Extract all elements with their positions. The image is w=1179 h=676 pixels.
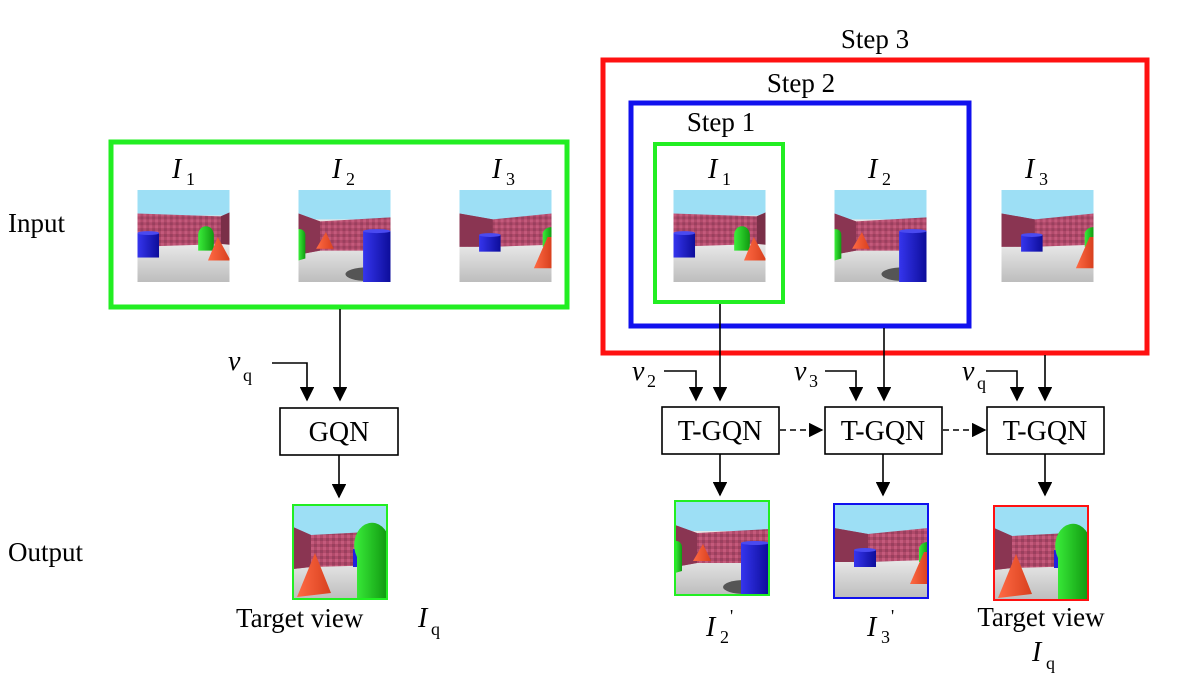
- right-output-image-2: [834, 504, 928, 598]
- arrow-v3-to-tgqn-2: [825, 370, 864, 402]
- svg-text:3: 3: [1039, 169, 1048, 189]
- left-input-image-3: [459, 190, 552, 282]
- right-query-label-1: v 2: [632, 356, 656, 391]
- right-output-frame-3: [993, 505, 1089, 601]
- right-output-frame-1: [674, 500, 770, 596]
- svg-text:I: I: [705, 612, 717, 643]
- right-output-label-1: I 2 ': [705, 606, 733, 647]
- svg-text:v: v: [228, 346, 241, 377]
- svg-text:2: 2: [720, 627, 729, 647]
- right-query-label-2: v 3: [794, 356, 818, 391]
- svg-text:q: q: [977, 373, 986, 393]
- left-output-image: [293, 505, 387, 599]
- tgqn-label-2: T-GQN: [841, 416, 926, 447]
- svg-text:v: v: [632, 356, 645, 387]
- svg-text:3: 3: [809, 371, 818, 391]
- svg-text:Target view: Target view: [977, 602, 1105, 632]
- step2-frame: [628, 100, 972, 329]
- svg-text:1: 1: [722, 169, 731, 189]
- left-input-label-3: I 3: [491, 154, 515, 189]
- tgqn-label-3: T-GQN: [1003, 416, 1088, 447]
- input-row-label: Input: [8, 208, 65, 238]
- svg-text:': ': [891, 606, 894, 626]
- left-input-image-1: [137, 190, 230, 282]
- left-output-caption: Target view I q: [236, 603, 440, 639]
- svg-text:I: I: [866, 612, 878, 643]
- svg-text:I: I: [867, 154, 879, 185]
- step3-label: Step 3: [841, 24, 909, 54]
- svg-text:Target view: Target view: [236, 603, 364, 633]
- arrow-vq-to-gqn: [272, 362, 315, 402]
- step1-frame: [653, 142, 785, 304]
- svg-text:v: v: [962, 356, 975, 387]
- right-output-image-3: [994, 506, 1088, 600]
- svg-text:q: q: [243, 365, 252, 385]
- output-row-label: Output: [8, 537, 84, 567]
- svg-text:3: 3: [881, 627, 890, 647]
- svg-text:I: I: [331, 154, 343, 185]
- left-output-frame: [292, 504, 388, 600]
- right-input-image-2: [834, 190, 927, 282]
- right-input-label-2: I 2: [867, 154, 891, 189]
- svg-text:2: 2: [346, 169, 355, 189]
- step2-label: Step 2: [767, 68, 835, 98]
- tgqn-label-1: T-GQN: [678, 416, 763, 447]
- svg-text:I: I: [417, 603, 429, 634]
- svg-text:v: v: [794, 356, 807, 387]
- gqn-label: GQN: [309, 417, 370, 448]
- right-output-frame-2: [833, 503, 929, 599]
- svg-text:I: I: [707, 154, 719, 185]
- svg-text:I: I: [1024, 154, 1036, 185]
- svg-text:q: q: [1046, 653, 1055, 673]
- step1-label: Step 1: [687, 107, 755, 137]
- right-output-caption-3: Target view I q: [977, 602, 1105, 673]
- arrow-v2-to-tgqn-1: [664, 370, 704, 402]
- svg-text:q: q: [431, 619, 440, 639]
- svg-text:2: 2: [647, 371, 656, 391]
- svg-text:I: I: [491, 154, 503, 185]
- left-input-image-2: [298, 190, 391, 282]
- svg-text:1: 1: [186, 169, 195, 189]
- gqn-input-frame: [108, 139, 570, 310]
- right-input-label-1: I 1: [707, 154, 731, 189]
- left-query-label: v q: [228, 346, 252, 385]
- svg-text:I: I: [171, 154, 183, 185]
- step3-frame: [600, 57, 1150, 356]
- svg-text:': ': [730, 606, 733, 626]
- arrow-vq-to-tgqn-3: [986, 370, 1025, 402]
- right-output-label-2: I 3 ': [866, 606, 894, 647]
- svg-text:2: 2: [882, 169, 891, 189]
- right-input-image-1: [673, 190, 766, 282]
- left-input-label-1: I 1: [171, 154, 195, 189]
- gqn-box: [279, 407, 399, 456]
- left-input-label-2: I 2: [331, 154, 355, 189]
- right-query-label-3: v q: [962, 356, 986, 393]
- right-input-image-3: [1001, 190, 1094, 282]
- right-input-label-3: I 3: [1024, 154, 1048, 189]
- svg-text:3: 3: [506, 169, 515, 189]
- svg-text:I: I: [1031, 637, 1043, 668]
- right-output-image-1: [675, 501, 769, 595]
